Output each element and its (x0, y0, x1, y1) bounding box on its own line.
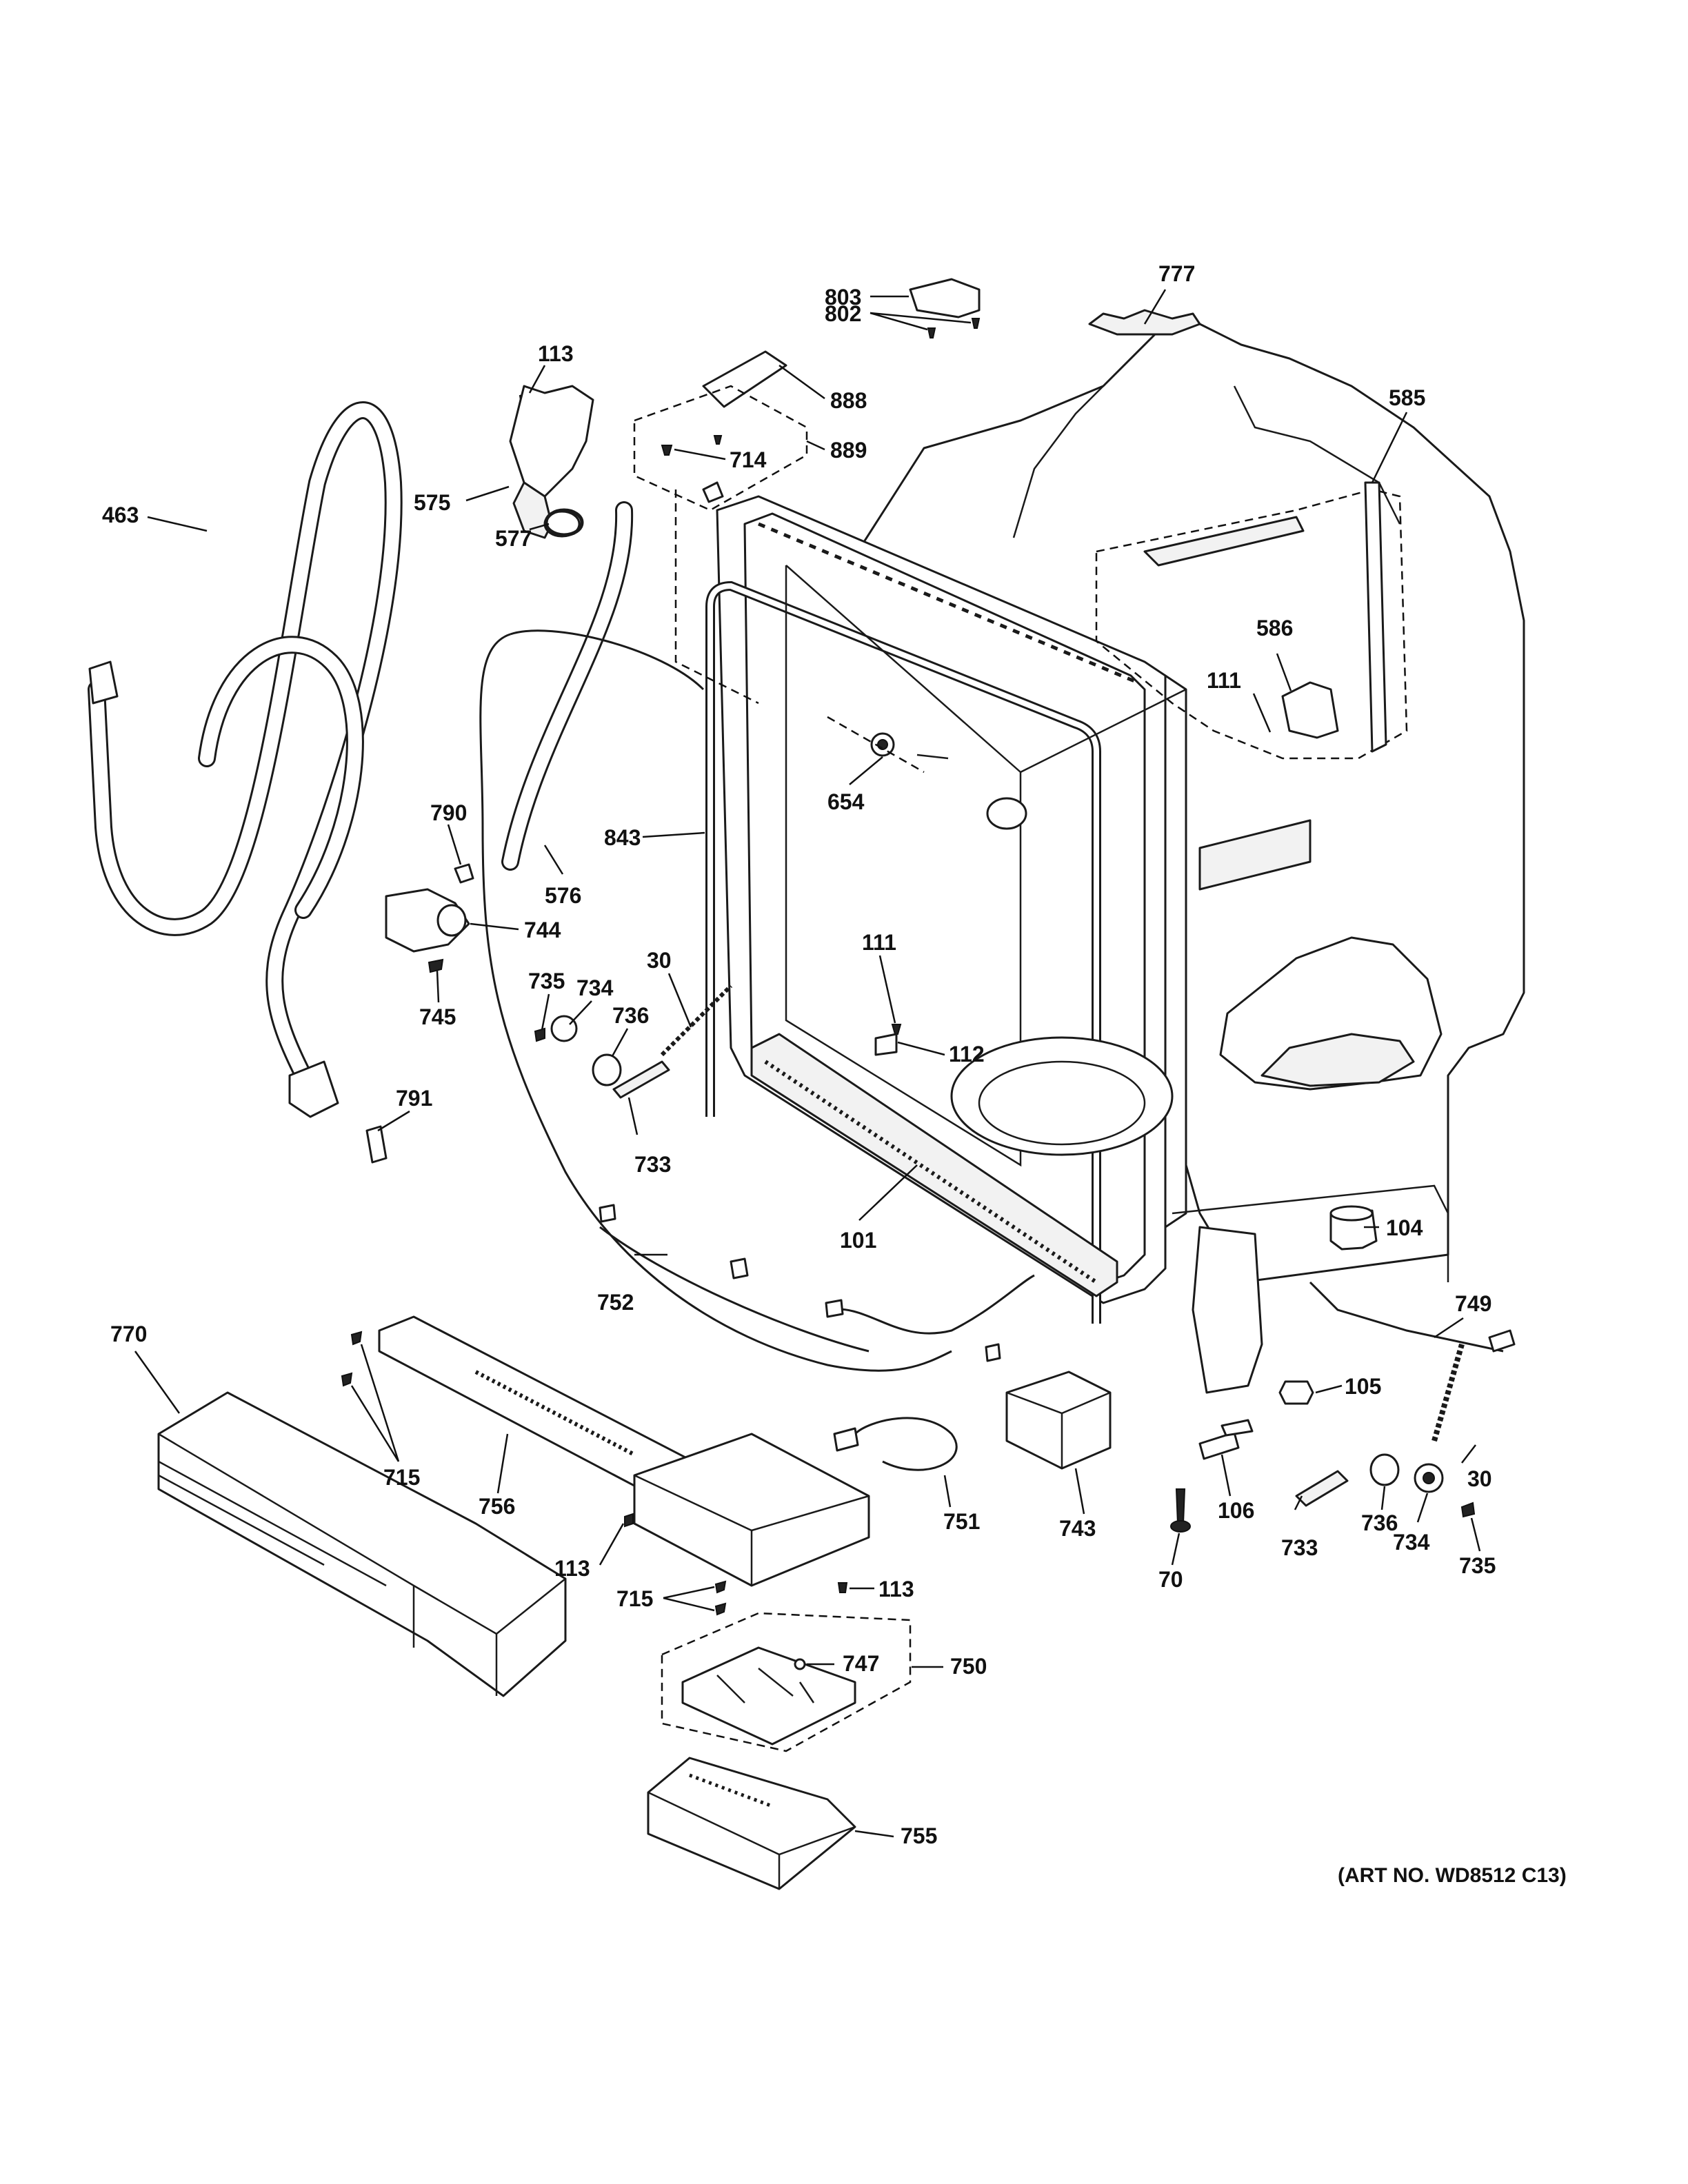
callout-715-board: 715 (616, 1586, 653, 1611)
callout-752: 752 (597, 1290, 634, 1315)
callout-888: 888 (830, 388, 867, 413)
callout-101: 101 (840, 1228, 876, 1253)
callout-735-left: 735 (528, 969, 565, 993)
callout-790: 790 (430, 800, 467, 825)
callout-715-rail: 715 (383, 1465, 420, 1490)
callout-743: 743 (1059, 1516, 1096, 1541)
callout-843: 843 (604, 825, 641, 850)
callout-113-vent: 113 (538, 341, 574, 366)
callout-735-right: 735 (1459, 1553, 1496, 1578)
callout-30-right: 30 (1467, 1466, 1492, 1491)
callout-105: 105 (1345, 1374, 1381, 1399)
callout-70: 70 (1158, 1567, 1183, 1592)
callout-585: 585 (1389, 385, 1425, 410)
callout-744: 744 (524, 918, 561, 942)
callout-736-left: 736 (612, 1003, 649, 1028)
callout-734-right: 734 (1393, 1530, 1430, 1555)
callout-586: 586 (1256, 616, 1293, 640)
callout-labels: 803 777 802 113 888 889 714 585 463 575 … (102, 261, 1567, 1887)
callout-30-left: 30 (647, 948, 672, 973)
callout-770: 770 (110, 1322, 147, 1346)
callout-751: 751 (943, 1509, 980, 1534)
callout-755: 755 (901, 1823, 937, 1848)
callout-104: 104 (1386, 1215, 1423, 1240)
callout-463: 463 (102, 503, 139, 527)
callout-749: 749 (1455, 1291, 1491, 1316)
callout-576: 576 (545, 883, 581, 908)
callout-577: 577 (495, 526, 532, 551)
top-left-parts (501, 278, 981, 871)
callout-113-board: 113 (878, 1577, 914, 1601)
callout-112: 112 (949, 1042, 985, 1066)
callout-111-hinge: 111 (1207, 668, 1241, 693)
callout-777: 777 (1158, 261, 1195, 286)
callout-756: 756 (479, 1494, 515, 1519)
callout-889: 889 (830, 438, 867, 463)
tub-assembly (705, 309, 1525, 1394)
right-side-parts (1170, 1205, 1516, 1533)
callout-791: 791 (396, 1086, 432, 1111)
art-number: (ART NO. WD8512 C13) (1338, 1864, 1567, 1887)
callout-803: 803 (825, 285, 861, 310)
callout-734-left: 734 (576, 975, 614, 1000)
callout-733-right: 733 (1281, 1535, 1318, 1560)
bottom-parts (157, 1315, 1112, 1890)
callout-736-right: 736 (1361, 1510, 1398, 1535)
callout-654: 654 (827, 789, 865, 814)
drain-hose-463 (88, 401, 403, 1118)
callout-747: 747 (843, 1651, 879, 1676)
callout-575: 575 (414, 490, 450, 515)
callout-111-center: 111 (862, 930, 896, 955)
callout-714: 714 (730, 447, 767, 472)
leader-lines (134, 289, 1481, 1838)
callout-733-left: 733 (634, 1152, 671, 1177)
callout-106: 106 (1218, 1498, 1254, 1523)
callout-745: 745 (419, 1004, 456, 1029)
left-side-parts (365, 629, 1035, 1372)
callout-802: 802 (825, 301, 861, 326)
callout-113-rail: 113 (554, 1556, 590, 1581)
callout-750: 750 (950, 1654, 987, 1679)
